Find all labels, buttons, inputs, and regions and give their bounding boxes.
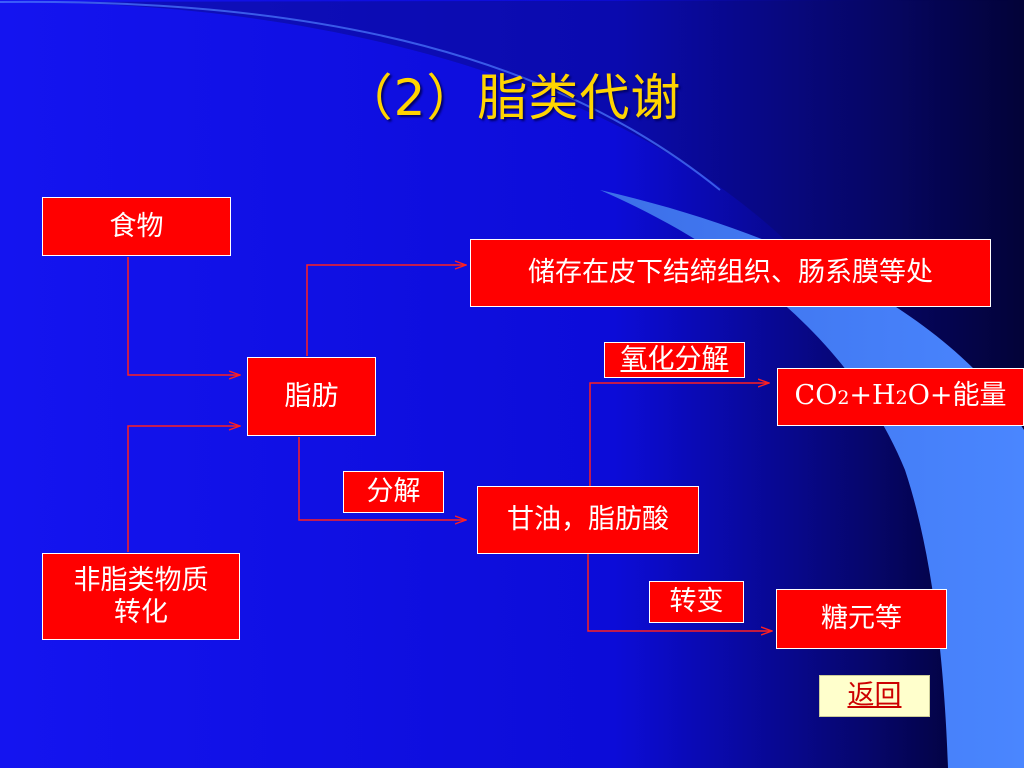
arrow-nonfat-to-fat	[127, 426, 240, 552]
node-glycogen-label: 糖元等	[821, 603, 902, 634]
node-storage: 储存在皮下结缔组织、肠系膜等处	[470, 239, 991, 307]
edge-label-decompose: 分解	[343, 471, 444, 513]
node-fat-label: 脂肪	[284, 380, 339, 412]
node-glycerol-label: 甘油，脂肪酸	[507, 504, 669, 535]
arrow-fat-to-storage	[306, 265, 466, 356]
node-glycogen: 糖元等	[776, 589, 947, 649]
node-food: 食物	[42, 197, 231, 256]
edge-label-oxidation: 氧化分解	[604, 342, 745, 378]
node-products: CO2+H2O+能量	[777, 368, 1024, 426]
arrow-food-to-fat	[127, 257, 240, 375]
node-storage-label: 储存在皮下结缔组织、肠系膜等处	[528, 257, 933, 288]
back-link[interactable]: 返回	[819, 675, 930, 717]
node-non-fat-line2: 转化	[114, 596, 168, 628]
node-food-label: 食物	[109, 210, 164, 242]
node-non-fat-line1: 非脂类物质	[73, 564, 209, 596]
arrow-fat-to-glycerol	[298, 437, 466, 520]
arrow-glycerol-to-products	[589, 383, 769, 486]
node-products-label: CO2+H2O+能量	[794, 380, 1007, 411]
arrow-glycerol-to-glycogen	[587, 554, 772, 631]
node-glycerol-fatty-acid: 甘油，脂肪酸	[477, 486, 699, 554]
node-non-fat-conversion: 非脂类物质 转化	[42, 553, 240, 640]
node-fat: 脂肪	[247, 357, 376, 436]
edge-label-transform: 转变	[649, 581, 744, 623]
slide-title: （2）脂类代谢	[342, 69, 682, 127]
